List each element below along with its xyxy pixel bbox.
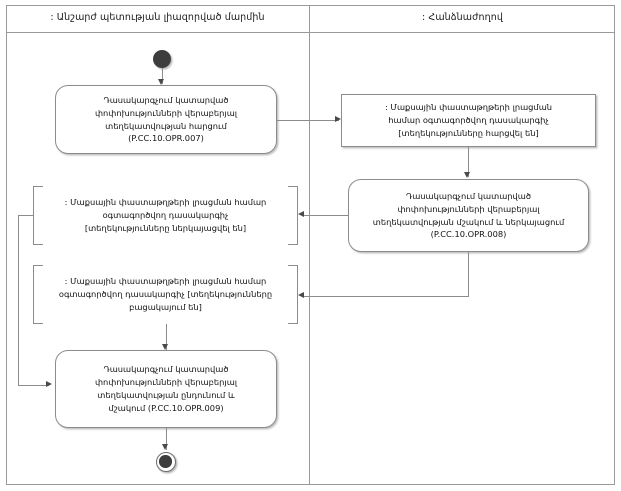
swimlane-title-left: : Անշարժ պետության լիազորված մարմին bbox=[50, 12, 265, 23]
flow-object-presented-to-009 bbox=[18, 385, 49, 386]
activity-008-line-3: տեղեկատվության մշակում և ներկայացում bbox=[372, 216, 565, 227]
flow-object-presented-down bbox=[18, 215, 19, 385]
object-node-information-requested-text: : Մաքսային փաստաթղթերի լրացման համար օգտ… bbox=[352, 101, 585, 141]
object-requested-line-1: : Մաքսային փաստաթղթերի լրացման bbox=[384, 101, 553, 112]
arrowhead-009-to-final bbox=[162, 444, 169, 450]
arrowhead-start-to-007 bbox=[158, 79, 165, 85]
bracket-corner-top-left bbox=[33, 265, 43, 275]
bracket-corner-top-right bbox=[288, 186, 298, 196]
arrowhead-007-to-object-requested bbox=[335, 116, 341, 123]
final-node bbox=[156, 452, 176, 472]
swimlane-title-right: : Հանձնաժողով bbox=[422, 12, 503, 23]
object-absent-line-2: օգտագործվող դասակարգիչ [տեղեկությունները bbox=[58, 288, 273, 299]
flow-start-to-007 bbox=[162, 68, 163, 84]
object-node-information-presented-text: : Մաքսային փաստաթղթերի լրացման համար օգտ… bbox=[43, 196, 288, 236]
activity-node-opr-008-text: Դասակարգչում կատարված փոփոխությունների վ… bbox=[358, 190, 579, 241]
bracket-corner-bottom-left bbox=[33, 235, 43, 245]
flow-object-absent-to-009 bbox=[166, 324, 167, 350]
flow-008-left-to-object-absent bbox=[304, 296, 469, 297]
activity-007-line-3: տեղեկատվության հարցում bbox=[105, 120, 227, 131]
object-presented-line-2: օգտագործվող դասակարգիչ bbox=[102, 209, 229, 220]
object-presented-line-3: [տեղեկությունները ներկայացվել են] bbox=[84, 223, 247, 234]
activity-008-line-2: փոփոխությունների վերաբերյալ bbox=[397, 203, 540, 214]
arrowhead-object-requested-to-008 bbox=[464, 172, 471, 178]
bracket-corner-bottom-right bbox=[288, 314, 298, 324]
bracket-corner-top-right bbox=[288, 265, 298, 275]
arrowhead-object-absent-to-009 bbox=[162, 344, 169, 350]
activity-007-line-2: փոփոխությունների վերաբերյալ bbox=[94, 107, 238, 118]
flow-object-requested-to-008 bbox=[468, 147, 469, 177]
object-node-information-presented[interactable]: : Մաքսային փաստաթղթերի լրացման համար օգտ… bbox=[33, 186, 298, 245]
flow-007-to-object-requested bbox=[277, 120, 339, 121]
activity-009-line-1: Դասակարգչում կատարված bbox=[103, 364, 229, 375]
diagram-frame bbox=[6, 5, 615, 485]
activity-007-line-1: Դասակարգչում կատարված bbox=[103, 94, 229, 105]
lane-header-rule-right bbox=[310, 32, 615, 33]
arrowhead-008-to-object-presented bbox=[298, 211, 304, 218]
activity-node-opr-009[interactable]: Դասակարգչում կատարված փոփոխությունների վ… bbox=[55, 350, 277, 428]
bracket-corner-top-left bbox=[33, 186, 43, 196]
activity-node-opr-007[interactable]: Դասակարգչում կատարված փոփոխությունների վ… bbox=[55, 85, 277, 154]
activity-009-line-4: մշակում (P.CC.10.OPR.009) bbox=[108, 402, 224, 413]
flow-008-to-object-presented bbox=[304, 215, 349, 216]
activity-009-line-3: տեղեկատվության ընդունում և bbox=[97, 390, 235, 400]
bracket-corner-bottom-left bbox=[33, 314, 43, 324]
flow-008-down-to-object-absent bbox=[468, 252, 469, 297]
swimlane-divider bbox=[309, 5, 310, 485]
object-absent-line-1: : Մաքսային փաստաթղթերի լրացման համար bbox=[64, 275, 267, 286]
flow-009-to-final bbox=[166, 428, 167, 450]
initial-node bbox=[153, 50, 171, 68]
object-presented-line-1: : Մաքսային փաստաթղթերի լրացման համար bbox=[64, 196, 267, 207]
arrowhead-008-to-object-absent bbox=[298, 292, 304, 299]
object-node-information-absent-text: : Մաքսային փաստաթղթերի լրացման համար օգտ… bbox=[43, 275, 288, 315]
activity-node-opr-008[interactable]: Դասակարգչում կատարված փոփոխությունների վ… bbox=[348, 179, 589, 252]
object-requested-line-2: համար օգտագործվող դասակարգիչ bbox=[388, 114, 549, 125]
flow-object-presented-left-stub bbox=[18, 215, 34, 216]
activity-node-opr-009-text: Դասակարգչում կատարված փոփոխությունների վ… bbox=[65, 363, 267, 414]
activity-007-line-4: (P.CC.10.OPR.007) bbox=[128, 133, 204, 144]
object-requested-line-3: [տեղեկությունները հարցվել են] bbox=[398, 128, 539, 139]
lane-header-rule-left bbox=[6, 32, 309, 33]
object-node-information-absent[interactable]: : Մաքսային փաստաթղթերի լրացման համար օգտ… bbox=[33, 265, 298, 324]
activity-009-line-2: փոփոխությունների վերաբերյալ bbox=[94, 377, 238, 388]
object-absent-line-3: բացակայում են] bbox=[129, 302, 202, 313]
bracket-corner-bottom-right bbox=[288, 235, 298, 245]
object-node-information-requested[interactable]: : Մաքսային փաստաթղթերի լրացման համար օգտ… bbox=[341, 94, 596, 147]
activity-008-line-1: Դասակարգչում կատարված bbox=[405, 190, 532, 201]
bracket-edge-right bbox=[297, 274, 298, 315]
bracket-edge-right bbox=[297, 195, 298, 236]
activity-node-opr-007-text: Դասակարգչում կատարված փոփոխությունների վ… bbox=[65, 94, 267, 145]
arrowhead-object-presented-to-009 bbox=[46, 381, 52, 388]
bracket-edge-left bbox=[33, 274, 34, 315]
activity-008-line-4: (P.CC.10.OPR.008) bbox=[430, 229, 507, 240]
